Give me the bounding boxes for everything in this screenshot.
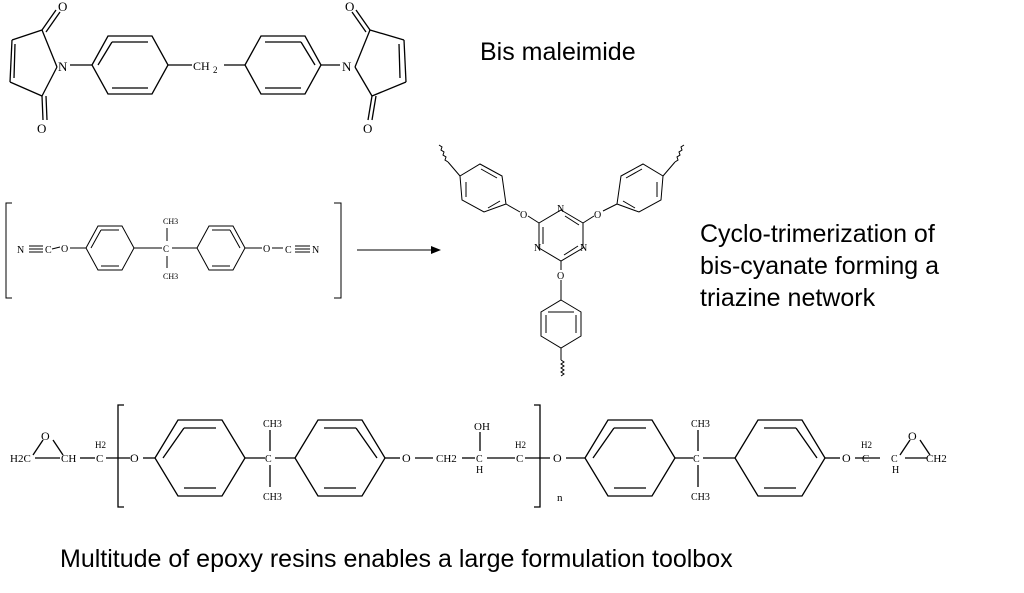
epoxy-h-mid: H [476,465,483,476]
epoxy-h-right: H [892,465,899,476]
epoxy-ch2-mid: CH2 [436,453,457,465]
cyanate-methyl-bottom: CH3 [163,272,178,281]
epoxy-c-mid: C [476,454,483,465]
caption-cyclotrimerization: Cyclo-trimerization of bis-cyanate formi… [700,218,939,314]
epoxy-c-mid2: C [516,453,523,465]
triazine-o-right: O [594,210,601,221]
epoxy-o-left: O [41,429,50,443]
cyanate-o-right: O [263,244,270,255]
epoxy-h2-left: H2 [95,440,106,450]
caption-line-3: triazine network [700,284,876,312]
epoxy-h2c-left: H2C [10,453,31,465]
triazine-o-bottom: O [557,271,564,282]
triazine-n-top: N [557,204,564,215]
cyanate-quaternary-c: C [163,244,169,254]
epoxy-h2-mid: H2 [515,440,526,450]
bis-cyanate-bonds [5,202,433,299]
epoxy-o-1: O [130,451,139,465]
triazine-n-left: N [534,243,541,254]
triazine-o-left: O [520,210,527,221]
bmi-nitrogen-right: N [342,59,352,74]
cyanate-c-right: C [285,245,292,256]
reaction-arrowhead [431,246,441,254]
caption-epoxy: Multitude of epoxy resins enables a larg… [60,545,733,573]
epoxy-ch3-2: CH3 [263,492,282,503]
bmi-bridge-subscript: 2 [213,65,218,75]
epoxy-ch-left: CH [61,453,76,465]
epoxy-ch2-right: CH2 [926,453,947,465]
epoxy-c-1: C [265,454,272,465]
epoxy-o-right: O [908,429,917,443]
epoxy-c-left: C [96,453,103,465]
cyanate-methyl-top: CH3 [163,217,178,226]
epoxy-oh: OH [474,421,490,433]
cyanate-n-right: N [312,245,319,256]
triazine-n-right: N [580,243,587,254]
epoxy-ch3-1: CH3 [263,419,282,430]
epoxy-ch3-4: CH3 [691,492,710,503]
bmi-oxygen-bottom-left: O [37,121,46,136]
bmi-oxygen-bottom-right: O [363,121,372,136]
epoxy-repeat-n: n [557,492,563,504]
epoxy-h2-right: H2 [861,440,872,450]
caption-line-1: Cyclo-trimerization of [700,220,935,248]
cyanate-c-left: C [45,245,52,256]
epoxy-bonds [32,404,931,508]
bmi-oxygen-top-left: O [58,0,67,14]
cyanate-n-left: N [17,245,24,256]
bmi-nitrogen-left: N [58,59,68,74]
bmi-bridge: CH [193,59,210,73]
caption-line-2: bis-cyanate forming a [700,252,940,280]
epoxy-c-3: C [693,454,700,465]
epoxy-c-right: C [862,453,869,465]
triazine-bonds [438,144,685,377]
epoxy-c-right2: C [891,454,898,465]
caption-bismaleimide: Bis maleimide [480,38,636,66]
cyanate-o-left: O [61,244,68,255]
epoxy-o-4: O [842,451,851,465]
bismaleimide-bonds [9,9,407,121]
bmi-oxygen-top-right: O [345,0,354,14]
epoxy-ch3-3: CH3 [691,419,710,430]
epoxy-o-3: O [553,451,562,465]
epoxy-o-2: O [402,451,411,465]
